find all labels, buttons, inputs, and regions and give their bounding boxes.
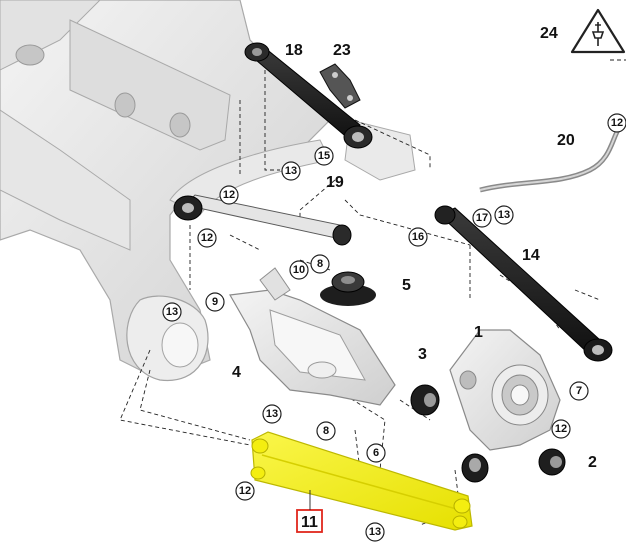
callout-13-e: 13 (262, 404, 282, 424)
label-20: 20 (557, 132, 575, 149)
svg-text:12: 12 (201, 232, 213, 244)
callout-13-b: 13 (162, 302, 182, 322)
stabilizer-bar (479, 128, 621, 193)
label-19: 19 (326, 174, 344, 191)
callout-8-b: 8 (316, 421, 336, 441)
callout-10: 10 (289, 260, 309, 280)
toe-link-arm (173, 194, 352, 246)
highlighted-part-11 (250, 431, 473, 531)
upper-control-arm (244, 42, 373, 149)
svg-text:10: 10 (293, 264, 305, 276)
highlighted-part-label-11: 11 (296, 509, 323, 533)
part-number-labels: 18 23 24 20 19 14 5 1 3 4 2 (232, 25, 597, 471)
svg-text:13: 13 (498, 209, 510, 221)
callout-8-a: 8 (310, 254, 330, 274)
callout-6: 6 (366, 443, 386, 463)
label-18: 18 (285, 42, 303, 59)
callout-12-a: 12 (219, 185, 239, 205)
svg-text:13: 13 (369, 526, 381, 538)
svg-text:12: 12 (555, 423, 567, 435)
label-1: 1 (474, 324, 483, 341)
electrical-warning-icon (570, 8, 626, 54)
svg-text:6: 6 (373, 447, 379, 459)
callout-17: 17 (472, 208, 492, 228)
label-4: 4 (232, 364, 241, 381)
callout-13-f: 13 (365, 522, 385, 542)
svg-text:15: 15 (318, 150, 330, 162)
svg-text:12: 12 (223, 189, 235, 201)
svg-text:9: 9 (212, 296, 218, 308)
subframe (0, 0, 416, 382)
label-2: 2 (588, 454, 597, 471)
svg-text:17: 17 (476, 212, 488, 224)
circled-callouts: 15 13 12 12 13 9 10 8 16 17 13 7 13 8 6 … (162, 113, 626, 542)
svg-text:8: 8 (323, 425, 329, 437)
trailing-arm (434, 205, 613, 362)
callout-12-d: 12 (235, 481, 255, 501)
wheel-carrier (449, 329, 561, 451)
label-14: 14 (522, 247, 540, 264)
svg-text:13: 13 (285, 165, 297, 177)
callout-15: 15 (314, 146, 334, 166)
svg-text:16: 16 (412, 231, 424, 243)
callout-9: 9 (205, 292, 225, 312)
mounting-bracket (319, 63, 361, 109)
label-23: 23 (333, 42, 351, 59)
spring-pad (320, 271, 376, 306)
svg-text:7: 7 (576, 385, 582, 397)
lower-control-arm (229, 267, 396, 406)
callout-13-d: 13 (494, 205, 514, 225)
callout-12-e: 12 (607, 113, 626, 133)
svg-text:13: 13 (266, 408, 278, 420)
callout-12-b: 12 (197, 228, 217, 248)
callout-13-a: 13 (281, 161, 301, 181)
bushings (410, 384, 566, 483)
svg-text:12: 12 (611, 117, 623, 129)
label-24: 24 (540, 25, 558, 42)
callout-12-c: 12 (551, 419, 571, 439)
callout-16: 16 (408, 227, 428, 247)
label-5: 5 (402, 277, 411, 294)
svg-text:13: 13 (166, 306, 178, 318)
callout-7: 7 (569, 381, 589, 401)
svg-text:12: 12 (239, 485, 251, 497)
svg-text:11: 11 (301, 514, 318, 531)
label-3: 3 (418, 346, 427, 363)
svg-text:8: 8 (317, 258, 323, 270)
